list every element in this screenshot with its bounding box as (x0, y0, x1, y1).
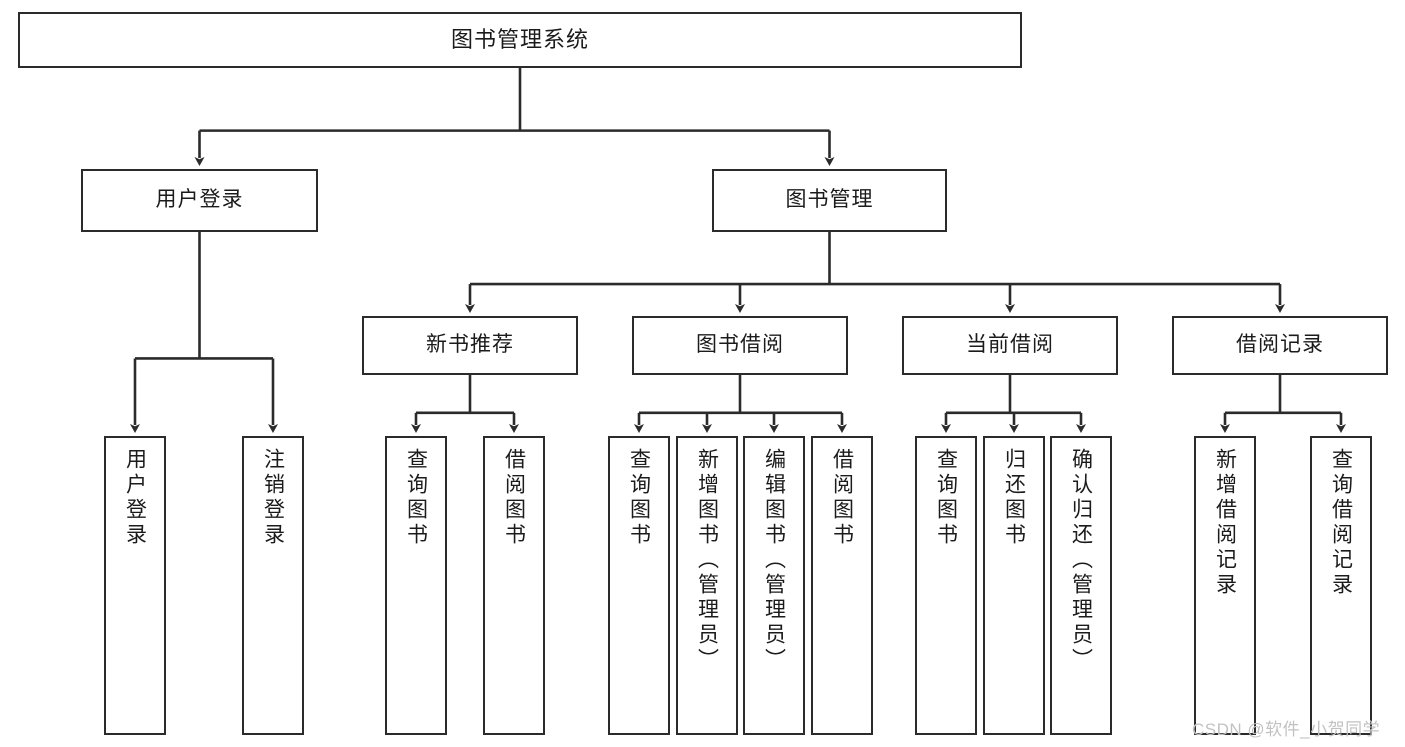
node-label: 用户登录 (123, 448, 147, 548)
csdn-watermark: CSDN @软件_小贺同学 (1192, 720, 1381, 739)
node-label: 新增借阅记录 (1213, 448, 1237, 598)
node-label: 图书管理 (785, 188, 874, 212)
node-label: 用户登录 (155, 188, 244, 212)
node-bookmgmt: 图书管理 (712, 169, 947, 232)
node-label: 新增图书（管理员） (695, 448, 719, 673)
node-label: 编辑图书（管理员） (762, 448, 786, 673)
node-label: 注销登录 (261, 448, 285, 548)
node-root: 图书管理系统 (18, 12, 1022, 68)
node-leaf-logout: 注销登录 (242, 436, 304, 735)
node-leaf-re-q: 查询借阅记录 (1310, 436, 1372, 735)
node-leaf-bo-q: 查询图书 (608, 436, 670, 735)
node-leaf-cu-q: 查询图书 (915, 436, 977, 735)
node-label: 图书管理系统 (450, 27, 589, 53)
node-label: 归还图书 (1002, 448, 1026, 548)
node-leaf-nb-q: 查询图书 (385, 436, 447, 735)
node-login: 用户登录 (81, 169, 318, 232)
node-label: 借阅记录 (1236, 333, 1324, 357)
node-current: 当前借阅 (902, 316, 1118, 375)
node-label: 查询图书 (934, 448, 958, 548)
node-leaf-bo-add: 新增图书（管理员） (676, 436, 738, 735)
node-leaf-bo-ed: 编辑图书（管理员） (743, 436, 805, 735)
node-label: 借阅图书 (830, 448, 854, 548)
node-label: 新书推荐 (426, 333, 514, 357)
node-label: 当前借阅 (966, 333, 1054, 357)
node-label: 借阅图书 (502, 448, 526, 548)
node-leaf-login: 用户登录 (104, 436, 166, 735)
node-leaf-cu-ret: 归还图书 (983, 436, 1045, 735)
node-leaf-nb-b: 借阅图书 (483, 436, 545, 735)
node-leaf-cu-cfm: 确认归还（管理员） (1050, 436, 1112, 735)
node-records: 借阅记录 (1172, 316, 1388, 375)
node-label: 查询借阅记录 (1329, 448, 1353, 598)
node-borrow: 图书借阅 (632, 316, 848, 375)
node-leaf-re-add: 新增借阅记录 (1194, 436, 1256, 735)
node-label: 图书借阅 (696, 333, 784, 357)
node-leaf-bo-brw: 借阅图书 (811, 436, 873, 735)
node-label: 查询图书 (627, 448, 651, 548)
node-label: 确认归还（管理员） (1069, 448, 1093, 673)
node-newbook: 新书推荐 (362, 316, 578, 375)
node-label: 查询图书 (404, 448, 428, 548)
